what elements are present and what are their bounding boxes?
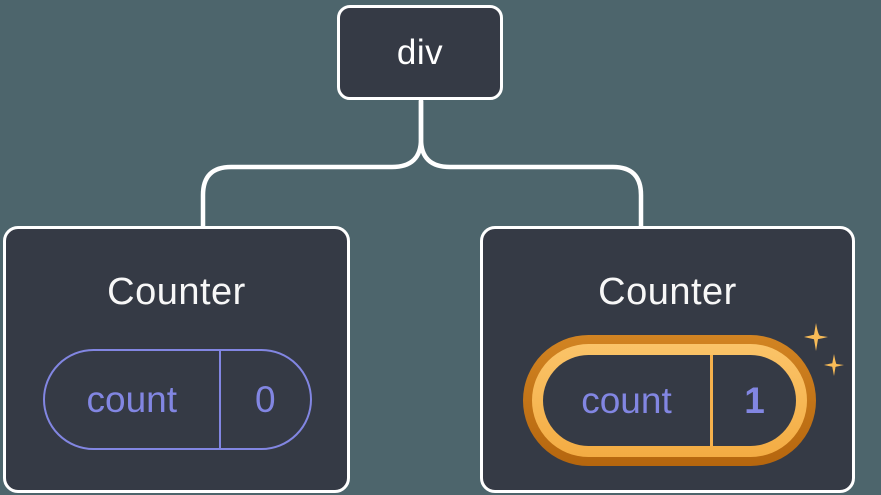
state-pill: count 0 bbox=[43, 349, 312, 450]
component-card-counter-left: Counter count 0 bbox=[3, 226, 350, 493]
connector-right-branch bbox=[418, 98, 644, 229]
sparkle-small bbox=[824, 354, 844, 376]
root-node-label: div bbox=[396, 32, 444, 72]
component-title: Counter bbox=[107, 271, 246, 313]
state-key: count bbox=[581, 379, 672, 421]
state-value-segment: 0 bbox=[221, 351, 310, 448]
connector-left-branch bbox=[200, 98, 424, 229]
root-node-div: div bbox=[337, 5, 503, 100]
state-key-segment: count bbox=[543, 355, 713, 446]
state-key: count bbox=[86, 378, 178, 420]
state-key-segment: count bbox=[45, 351, 221, 448]
sparkles-icon bbox=[804, 323, 844, 376]
component-title: Counter bbox=[598, 271, 737, 313]
component-card-counter-right: Counter count 1 bbox=[480, 226, 855, 493]
state-pill-highlighted: count 1 bbox=[523, 335, 816, 466]
state-value: 0 bbox=[254, 378, 276, 420]
state-pill-highlight-ring: count 1 bbox=[532, 344, 807, 457]
sparkle-large bbox=[804, 323, 828, 351]
state-value-segment: 1 bbox=[713, 355, 796, 446]
state-pill-core: count 1 bbox=[543, 355, 796, 446]
state-value: 1 bbox=[744, 379, 765, 421]
